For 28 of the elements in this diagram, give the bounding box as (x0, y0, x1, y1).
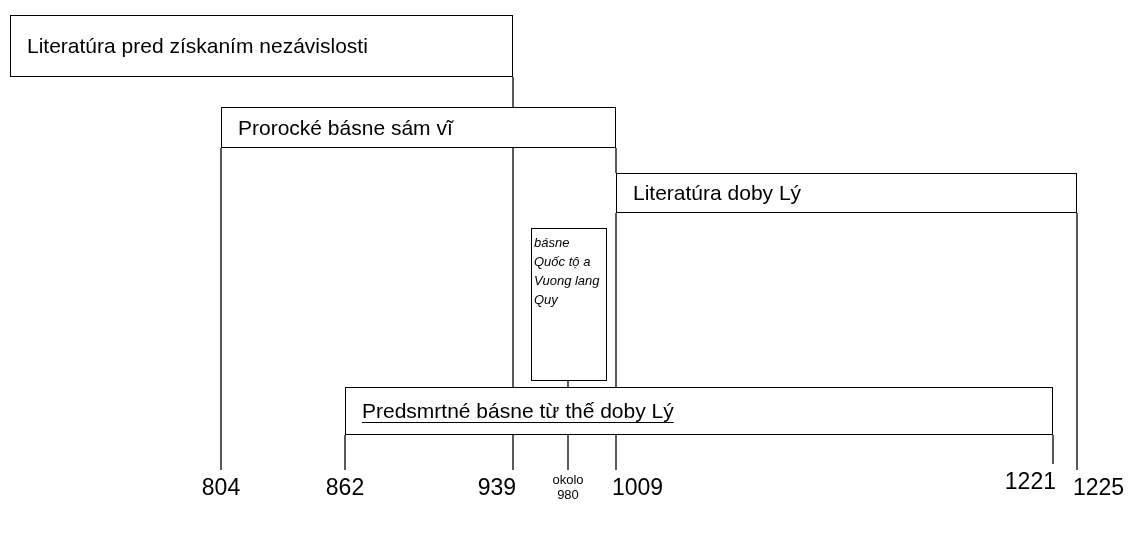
timeline-line (567, 434, 569, 471)
period-title: Predsmrtné básne từ thế doby Lý (362, 398, 674, 425)
year-label: 804 (191, 472, 251, 502)
period-bar (10, 15, 513, 77)
year-label: 1009 (612, 472, 682, 502)
period-bar (616, 173, 1077, 213)
period-title: Literatúra doby Lý (633, 180, 802, 207)
year-label: 1225 (1073, 472, 1135, 502)
timeline-line (1052, 434, 1054, 465)
timeline-line (1076, 212, 1078, 471)
timeline-line (567, 380, 569, 388)
year-label: 939 (464, 472, 516, 502)
timeline-line (512, 147, 514, 388)
year-label: okolo 980 (546, 472, 590, 510)
timeline-line (344, 434, 346, 471)
timeline-line (615, 434, 617, 471)
year-label: 862 (315, 472, 375, 502)
timeline-line (220, 147, 222, 471)
timeline-line (615, 147, 617, 174)
timeline-line (615, 212, 617, 388)
period-title: Literatúra pred získaním nezávislosti (27, 33, 368, 60)
timeline-line (512, 434, 514, 471)
period-title: Prorocké básne sám vĩ (238, 114, 453, 141)
note-box: básne Quốc tộ a Vuong lang Quy (531, 228, 607, 381)
year-label: 1221 (996, 466, 1056, 496)
period-bar (221, 107, 616, 148)
timeline-line (512, 76, 514, 108)
period-bar (345, 387, 1053, 435)
